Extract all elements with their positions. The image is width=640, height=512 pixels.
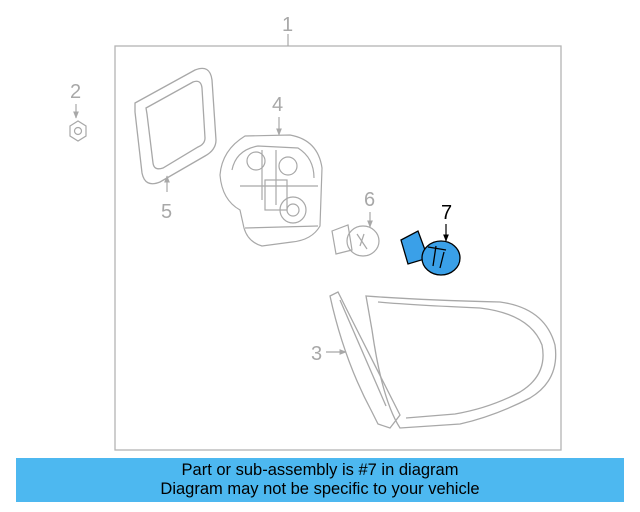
part-3-lens[interactable] [329,291,557,429]
part-5-gasket[interactable] [134,67,217,185]
callout-6: 6 [364,189,375,211]
assembly-frame [114,45,562,451]
callout-2: 2 [70,81,81,103]
part-info-line: Part or sub-assembly is #7 in diagram [181,461,459,479]
part-info-banner: Part or sub-assembly is #7 in diagram Di… [16,458,624,502]
part-4-housing[interactable] [219,134,323,247]
callout-3: 3 [311,343,322,365]
part-6-bulb[interactable] [331,224,380,257]
callout-7: 7 [441,202,452,224]
part-7-bulb[interactable] [400,230,461,276]
callout-1: 1 [282,14,293,36]
callout-5: 5 [161,201,172,223]
diagram-disclaimer: Diagram may not be specific to your vehi… [160,480,480,498]
part-2-nut[interactable] [69,120,87,142]
callout-4: 4 [272,94,283,116]
